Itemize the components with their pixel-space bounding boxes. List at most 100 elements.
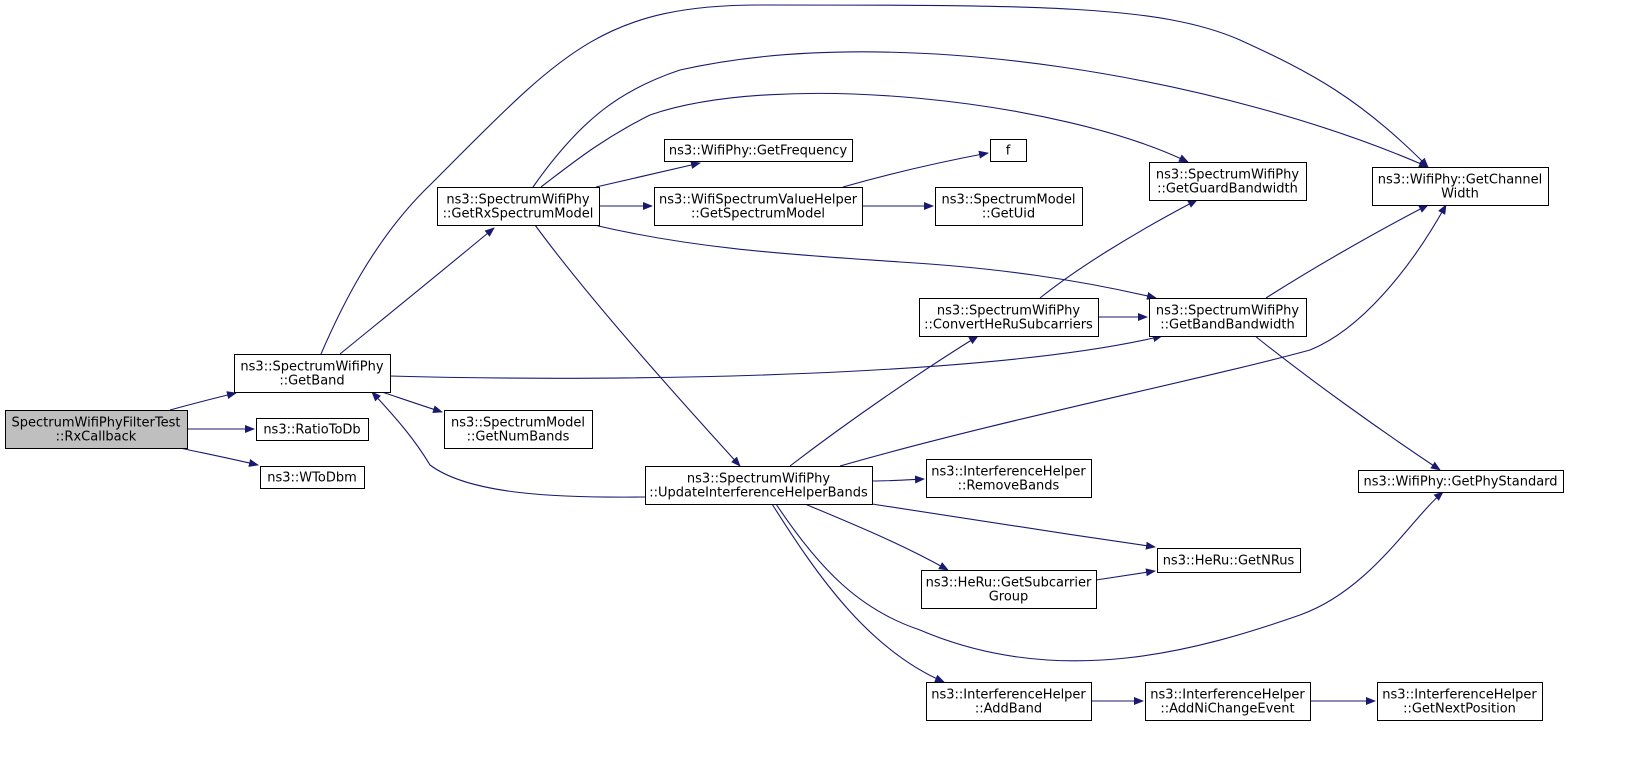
node-box: [5, 410, 188, 449]
node-box: [1358, 470, 1564, 493]
node-label-line: ::GetBandBandwidth: [1160, 318, 1295, 333]
node-getbandbandwidth[interactable]: ns3::SpectrumWifiPhy::GetBandBandwidth: [1149, 298, 1307, 337]
node-label-line: f: [1006, 144, 1011, 159]
node-box: [1149, 162, 1307, 201]
edge-getrxspectrum-to-getguardbandwidth: [540, 92, 1189, 188]
node-box: [919, 298, 1099, 337]
node-label-line: Width: [1441, 187, 1479, 202]
node-label-line: ns3::WifiPhy::GetPhyStandard: [1363, 475, 1557, 490]
edge-getsubcarriergroup-to-getnrus: [1095, 568, 1156, 581]
edge-updateinterference-to-getband: [371, 391, 646, 498]
edge-getbandbandwidth-to-getphystandard: [1254, 335, 1441, 471]
edge-updateinterference-to-addband: [771, 503, 945, 683]
node-label-line: ::AddBand: [975, 702, 1042, 717]
node-label-line: ns3::WToDbm: [267, 471, 357, 486]
edge-getrxspectrum-to-getbandbandwidth: [593, 224, 1157, 300]
node-addband[interactable]: ns3::InterferenceHelper::AddBand: [926, 682, 1092, 721]
node-label-line: ns3::InterferenceHelper: [931, 688, 1086, 703]
node-label-line: ns3::WifiSpectrumValueHelper: [659, 193, 858, 208]
node-label-line: ns3::SpectrumWifiPhy: [937, 304, 1080, 319]
edge-convertheru-to-getguardbandwidth: [1039, 199, 1198, 299]
node-getband[interactable]: ns3::SpectrumWifiPhy::GetBand: [234, 354, 391, 393]
node-label-line: ::ConvertHeRuSubcarriers: [924, 318, 1093, 333]
node-box: [1377, 682, 1543, 721]
node-label-line: ::AddNiChangeEvent: [1160, 702, 1294, 717]
node-label-line: ns3::SpectrumWifiPhy: [687, 472, 830, 487]
node-getphystandard[interactable]: ns3::WifiPhy::GetPhyStandard: [1358, 470, 1564, 493]
node-wtodbm[interactable]: ns3::WToDbm: [260, 466, 365, 489]
nodes-layer: SpectrumWifiPhyFilterTest::RxCallbackns3…: [5, 139, 1564, 721]
edge-root-to-getband: [169, 391, 237, 411]
node-label-line: ::GetRxSpectrumModel: [443, 207, 594, 222]
node-getguardbandwidth[interactable]: ns3::SpectrumWifiPhy::GetGuardBandwidth: [1149, 162, 1307, 201]
node-label-line: ns3::WifiPhy::GetFrequency: [669, 144, 848, 159]
edge-getbandbandwidth-to-getchannelwidth: [1265, 204, 1429, 299]
node-getnextposition[interactable]: ns3::InterferenceHelper::GetNextPosition: [1377, 682, 1543, 721]
edge-getband-to-getbandbandwidth: [389, 334, 1163, 379]
node-box: [260, 466, 365, 489]
node-box: [921, 570, 1097, 609]
node-label-line: SpectrumWifiPhyFilterTest: [12, 416, 181, 431]
node-label-line: ns3::InterferenceHelper: [931, 465, 1086, 480]
node-label-line: Group: [989, 590, 1029, 605]
node-label-line: ::GetNumBands: [467, 430, 570, 445]
node-label-line: ns3::InterferenceHelper: [1150, 688, 1305, 703]
node-box: [926, 459, 1092, 498]
edge-updateinterference-to-getchannelwidth: [839, 204, 1447, 467]
node-label-line: ::GetNextPosition: [1403, 702, 1516, 717]
node-box: [654, 187, 863, 226]
node-label-line: ::GetBand: [279, 374, 344, 389]
node-getspectrummodel[interactable]: ns3::WifiSpectrumValueHelper::GetSpectru…: [654, 187, 863, 226]
node-box: [1372, 167, 1549, 206]
node-updateinterference[interactable]: ns3::SpectrumWifiPhy::UpdateInterference…: [645, 466, 873, 505]
node-root[interactable]: SpectrumWifiPhyFilterTest::RxCallback: [5, 410, 188, 449]
node-label-line: ns3::SpectrumWifiPhy: [446, 193, 589, 208]
edge-getband-to-getchannelwidth: [320, 4, 1429, 355]
node-box: [664, 139, 853, 162]
node-label-line: ns3::HeRu::GetNRus: [1163, 554, 1295, 569]
edges-layer: [169, 4, 1447, 705]
node-getnumbands[interactable]: ns3::SpectrumModel::GetNumBands: [444, 410, 593, 449]
node-box: [926, 682, 1092, 721]
node-box: [1145, 682, 1311, 721]
edge-updateinterference-to-convertheru: [789, 335, 979, 467]
node-f[interactable]: f: [990, 139, 1027, 162]
node-getrxspectrum[interactable]: ns3::SpectrumWifiPhy::GetRxSpectrumModel: [437, 187, 600, 226]
node-box: [1149, 298, 1307, 337]
edge-getrxspectrum-to-getchannelwidth: [532, 51, 1429, 188]
node-label-line: ns3::SpectrumModel: [941, 193, 1075, 208]
node-label-line: ns3::WifiPhy::GetChannel: [1378, 173, 1543, 188]
node-box: [645, 466, 873, 505]
node-label-line: ns3::SpectrumWifiPhy: [240, 360, 383, 375]
node-convertheru[interactable]: ns3::SpectrumWifiPhy::ConvertHeRuSubcarr…: [919, 298, 1099, 337]
node-box: [437, 187, 600, 226]
node-label-line: ::RxCallback: [56, 430, 137, 445]
node-label-line: ns3::InterferenceHelper: [1382, 688, 1537, 703]
edge-updateinterference-to-getnrus: [871, 503, 1156, 550]
node-box: [990, 139, 1027, 162]
edge-updateinterference-to-getphystandard: [775, 491, 1444, 662]
node-label-line: ns3::SpectrumWifiPhy: [1156, 304, 1299, 319]
node-box: [444, 410, 593, 449]
node-box: [1157, 548, 1301, 573]
node-label-line: ns3::HeRu::GetSubcarrier: [926, 576, 1092, 591]
node-box: [256, 418, 369, 441]
node-box: [935, 187, 1083, 226]
node-getuid[interactable]: ns3::SpectrumModel::GetUid: [935, 187, 1083, 226]
node-ratiotodb[interactable]: ns3::RatioToDb: [256, 418, 369, 441]
edge-updateinterference-to-removebands: [871, 475, 925, 484]
node-addnichange[interactable]: ns3::InterferenceHelper::AddNiChangeEven…: [1145, 682, 1311, 721]
node-label-line: ::GetGuardBandwidth: [1157, 182, 1298, 197]
node-getfrequency[interactable]: ns3::WifiPhy::GetFrequency: [664, 139, 853, 162]
node-label-line: ::UpdateInterferenceHelperBands: [649, 486, 868, 501]
edge-getband-to-getnumbands: [381, 391, 443, 414]
node-removebands[interactable]: ns3::InterferenceHelper::RemoveBands: [926, 459, 1092, 498]
node-label-line: ns3::RatioToDb: [263, 423, 360, 438]
edge-getrxspectrum-to-updateinterference: [534, 224, 741, 467]
node-label-line: ns3::SpectrumWifiPhy: [1156, 168, 1299, 183]
edge-updateinterference-to-getsubcarriergroup: [804, 503, 949, 571]
node-getnrus[interactable]: ns3::HeRu::GetNRus: [1157, 548, 1301, 573]
